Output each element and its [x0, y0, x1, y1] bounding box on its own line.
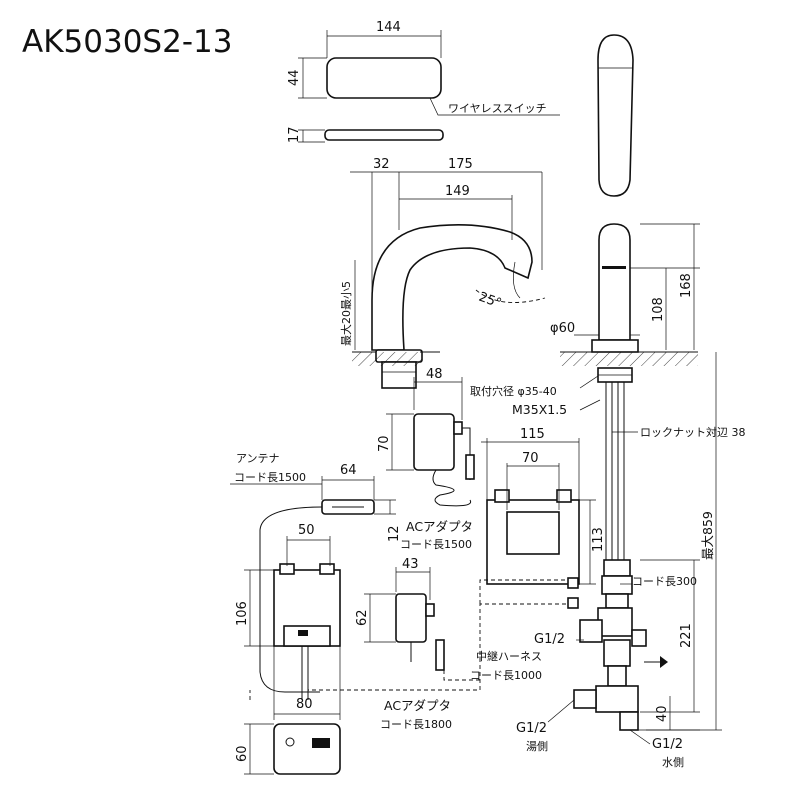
- dim-antenna-12: 12: [387, 525, 402, 542]
- sensor-unit: [244, 536, 341, 775]
- dim-switch-width: 144: [376, 20, 401, 35]
- dim-adapter1-height: 70: [377, 435, 392, 452]
- label-ac-adapter-1-cord: コード長1500: [400, 538, 472, 551]
- dim-switch-height: 44: [287, 69, 302, 86]
- ac-adapter-1: [386, 377, 475, 507]
- label-g-half-top: G1/2: [534, 632, 565, 647]
- dim-sensor-height: 106: [235, 601, 250, 626]
- dim-adapter2-width: 43: [402, 557, 419, 572]
- dim-antenna-width: 64: [340, 463, 357, 478]
- dim-spout-reach-outer: 175: [448, 157, 473, 172]
- dim-height-108: 108: [651, 297, 666, 322]
- relay-harness-cable: [307, 603, 568, 700]
- dim-adapter2-height: 62: [355, 609, 370, 626]
- dim-height-168: 168: [679, 273, 694, 298]
- valve-assembly: [573, 559, 700, 731]
- label-antenna: アンテナ: [236, 452, 280, 465]
- dim-box-height: 113: [591, 527, 606, 552]
- label-hot-side: 湯側: [526, 740, 548, 753]
- label-relay-harness: 中継ハーネス: [476, 649, 542, 663]
- label-ac-adapter-2: ACアダプタ: [384, 698, 451, 713]
- label-relay-cord: コード長1000: [470, 669, 542, 682]
- control-box: [481, 438, 596, 609]
- label-lock-nut: ロックナット対辺 38: [640, 425, 746, 439]
- label-thread: M35X1.5: [512, 402, 567, 417]
- dim-spout-angle: 25°: [477, 290, 504, 312]
- label-g-half-cold: G1/2: [652, 737, 683, 752]
- label-mount-hole: 取付穴径 φ35-40: [470, 384, 557, 398]
- dim-box-inner-width: 70: [522, 451, 539, 466]
- label-cord-300: コード長300: [632, 575, 697, 588]
- dim-spout-offset: 32: [373, 157, 390, 172]
- dim-sensor-width: 50: [298, 523, 315, 538]
- dim-spout-reach-inner: 149: [445, 184, 470, 199]
- label-ac-adapter-2-cord: コード長1800: [380, 718, 452, 731]
- dim-40: 40: [655, 705, 670, 722]
- model-title: AK5030S2-13: [22, 24, 232, 60]
- faucet-body: [560, 223, 722, 731]
- label-cold-side: 水側: [662, 756, 684, 769]
- spout-side-profile: [597, 34, 634, 197]
- label-antenna-cord: コード長1500: [234, 471, 306, 484]
- label-g-half-hot: G1/2: [516, 721, 547, 736]
- dim-221: 221: [679, 623, 694, 648]
- dim-adapter1-width: 48: [426, 367, 443, 382]
- ac-adapter-2: [364, 567, 445, 671]
- antenna: [230, 476, 396, 693]
- dim-max-thickness: 最大20最小5: [339, 281, 353, 346]
- label-ac-adapter-1: ACアダプタ: [406, 519, 473, 534]
- dim-sensor-side: 60: [235, 745, 250, 762]
- dim-box-width: 115: [520, 427, 545, 442]
- wireless-switch: [298, 30, 560, 143]
- dim-max-859: 最大859: [700, 511, 715, 560]
- label-wireless-switch: ワイヤレススイッチ: [448, 102, 547, 115]
- dim-sensor-depth: 80: [296, 697, 313, 712]
- spout-front-view: [350, 171, 546, 389]
- dim-body-diameter: φ60: [550, 321, 575, 336]
- dim-switch-thickness: 17: [287, 126, 302, 143]
